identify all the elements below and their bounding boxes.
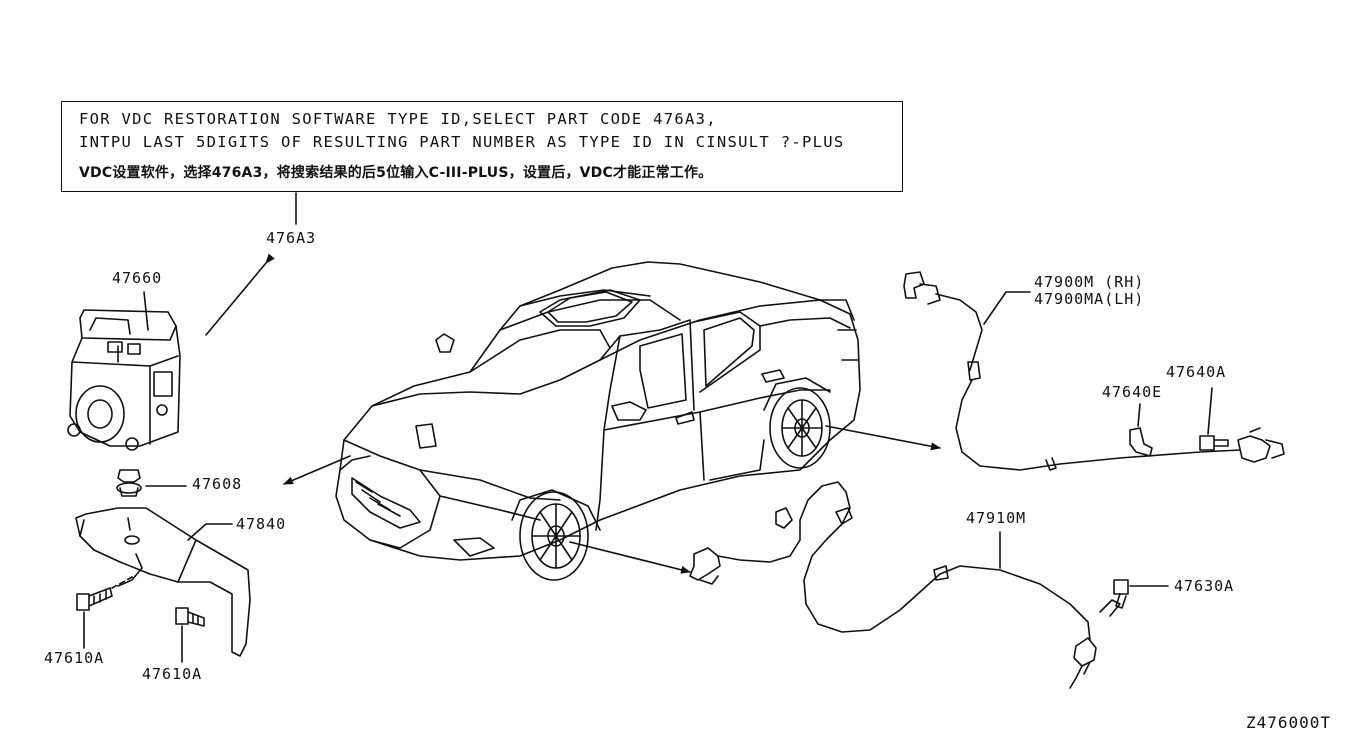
bracket-arrow xyxy=(283,456,350,484)
bolt-dash-left xyxy=(112,576,134,588)
car-illustration xyxy=(336,262,860,580)
label-47610A-left: 47610A xyxy=(44,649,105,667)
instruction-note-box: FOR VDC RESTORATION SOFTWARE TYPE ID,SEL… xyxy=(61,101,903,192)
label-47640A: 47640A xyxy=(1166,363,1227,381)
note-line-2: INTPU LAST 5DIGITS OF RESULTING PART NUM… xyxy=(79,133,845,151)
grommet-47608 xyxy=(117,470,141,496)
label-47610A-right: 47610A xyxy=(142,665,203,683)
label-47640E: 47640E xyxy=(1102,383,1163,401)
note-line-1: FOR VDC RESTORATION SOFTWARE TYPE ID,SEL… xyxy=(79,110,717,128)
leader-47840 xyxy=(188,524,232,540)
wheel-sensor-47910M xyxy=(690,482,1120,688)
car-front-wheel xyxy=(520,492,588,580)
note-line-chinese: VDC设置软件，选择476A3，将搜索结果的后5位输入C-III-PLUS，设置… xyxy=(79,165,713,181)
label-47630A: 47630A xyxy=(1174,577,1235,595)
label-47910M: 47910M xyxy=(966,509,1027,527)
front-sensor-arrow xyxy=(570,542,691,574)
leader-47640A xyxy=(1208,388,1212,434)
wheel-sensor-47900M xyxy=(904,272,1284,470)
diagram-code: Z476000T xyxy=(1246,713,1332,732)
rear-sensor-arrow xyxy=(826,426,941,451)
bolt-47610A-left xyxy=(77,588,112,610)
bolt-47610A-right xyxy=(176,608,204,626)
leader-47640E xyxy=(1138,404,1140,426)
bracket-47840 xyxy=(76,508,250,656)
label-47900MA: 47900MA(LH) xyxy=(1034,290,1145,308)
leader-47660 xyxy=(144,292,148,330)
bolt-47630A xyxy=(1114,580,1128,608)
label-47900M: 47900M (RH) xyxy=(1034,273,1145,291)
bolt-47640A xyxy=(1200,436,1228,450)
abs-actuator-unit xyxy=(68,310,180,450)
label-476A3: 476A3 xyxy=(266,229,317,247)
car-rear-wheel xyxy=(770,388,830,468)
label-47840: 47840 xyxy=(236,515,287,533)
label-47608: 47608 xyxy=(192,475,243,493)
label-47660: 47660 xyxy=(112,269,163,287)
abs-arrow xyxy=(206,253,275,335)
leader-47900M xyxy=(984,292,1030,324)
